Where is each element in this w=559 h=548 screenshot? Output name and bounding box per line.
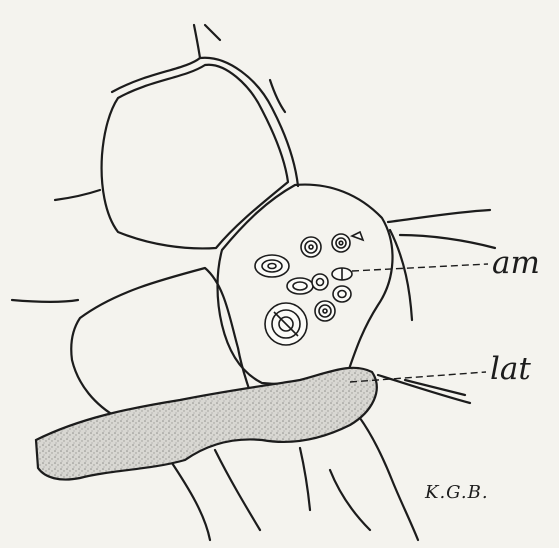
- starch-grain-6: [287, 278, 313, 294]
- starch-grain-2: [301, 237, 321, 257]
- starch-grain-3: [332, 234, 350, 252]
- artist-signature: K.G.B.: [425, 484, 489, 502]
- starch-grain-10: [315, 301, 335, 321]
- starch-grain-9: [265, 303, 307, 345]
- starch-grain-7: [312, 274, 328, 290]
- starch-grain-1: [255, 255, 289, 277]
- label-am: am: [492, 248, 540, 279]
- starch-grain-5: [332, 268, 352, 280]
- starch-grain-8: [333, 286, 351, 302]
- label-lat: lat: [490, 354, 531, 385]
